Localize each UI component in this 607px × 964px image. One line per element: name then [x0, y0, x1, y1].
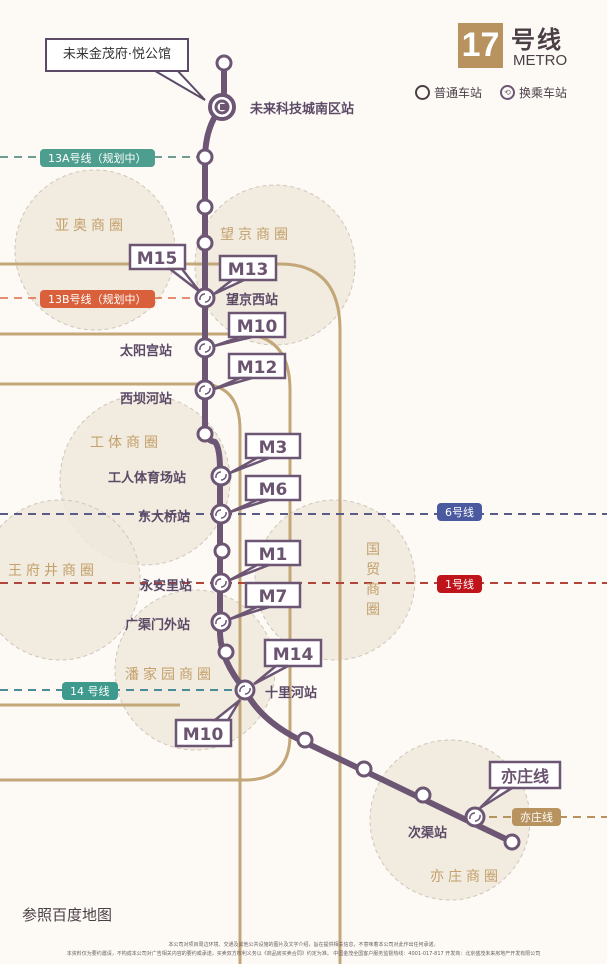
line-badge-13b: 13B号线（规划中）	[40, 290, 155, 308]
station-wangjingxi: 望京西站	[226, 293, 279, 308]
station-gongrentiyuchang: 工人体育场站	[108, 471, 187, 486]
regular-station-icon	[415, 85, 430, 100]
legend-transfer: ⟲ 换乘车站	[500, 84, 567, 101]
station-guangqumenwai: 广渠门外站	[125, 618, 191, 633]
district-wangfujing	[0, 499, 141, 661]
callout-M13: M13	[228, 260, 269, 280]
station-yonganli: 永安里站	[140, 579, 193, 594]
line-badge-yizhuang: 亦庄线	[512, 808, 561, 826]
ring-road-outer	[0, 262, 342, 964]
district-guomao	[254, 499, 416, 661]
callout-M10b: M10	[183, 725, 224, 745]
disclaimer-line2: 本资料仅为要约邀请，不构成本公司对广告相关内容的要约或承诺，买卖双方权利义务以《…	[66, 951, 541, 957]
district-label-panjiayuan: 潘家园商圈	[125, 667, 215, 683]
district-label-guomao: 国贸商圈	[366, 542, 380, 618]
line-badge-14: 14 号线	[62, 682, 118, 700]
district-label-yaao: 亚奥商圈	[55, 218, 127, 234]
project-callout: 未来金茂府·悦公馆	[45, 38, 189, 72]
station-dongdaqiao: 东大桥站	[138, 510, 191, 525]
station-terminal: 未来科技城南区站	[250, 102, 355, 117]
callout-M14: M14	[273, 645, 314, 665]
line-number-badge: 17	[458, 23, 503, 68]
callout-M10a: M10	[237, 317, 278, 337]
callout-M3: M3	[259, 438, 288, 458]
station-taiyanggong: 太阳宫站	[120, 344, 173, 359]
callout-M15: M15	[137, 249, 178, 269]
metro-label: METRO	[513, 52, 568, 69]
district-label-wangfujing: 王府井商圈	[8, 563, 98, 579]
callout-M12: M12	[237, 358, 278, 378]
transfer-station-icon: ⟲	[500, 85, 515, 100]
callout-M7: M7	[259, 587, 288, 607]
callout-M1: M1	[259, 545, 288, 565]
station-shilihe: 十里河站	[265, 686, 318, 701]
legend-regular: 普通车站	[415, 84, 482, 101]
disclaimer-line1: 本公司对项目周边环境、交通及其他公共设施的图片及文字介绍，旨在提供相关信息，不意…	[168, 942, 439, 948]
district-label-yizhuang: 亦庄商圈	[430, 869, 502, 885]
district-label-wangjing: 望京商圈	[220, 227, 292, 243]
line-badge-1: 1号线	[437, 575, 482, 593]
terminal-station-icon	[208, 93, 236, 121]
callout-M6: M6	[259, 480, 288, 500]
callout-yizhuang: 亦庄线	[501, 767, 549, 786]
map-reference: 参照百度地图	[22, 906, 113, 924]
line-badge-6: 6号线	[437, 503, 482, 521]
station-ciqu: 次渠站	[408, 826, 448, 841]
station-xibahe: 西坝河站	[120, 392, 173, 407]
line-suffix: 号线	[511, 26, 563, 54]
district-label-gongti: 工体商圈	[90, 435, 162, 451]
line-badge-13a: 13A号线（规划中）	[40, 149, 155, 167]
